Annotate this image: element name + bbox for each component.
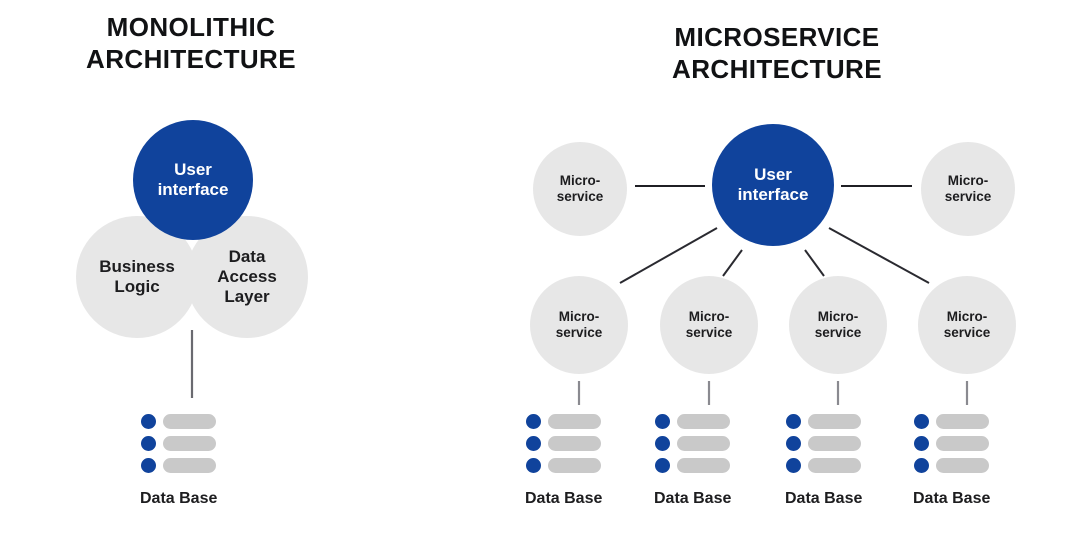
- database-dot-icon: [526, 458, 542, 473]
- database-dot-icon: [786, 436, 802, 451]
- connector-center-to-service-3: [804, 249, 825, 277]
- database-row: [786, 436, 862, 451]
- database-row: [786, 414, 862, 429]
- connector-center-to-service-4: [828, 227, 930, 284]
- monolith-node-data-access-layer-label: Data Access Layer: [217, 246, 277, 307]
- database-dot-icon: [655, 436, 671, 451]
- database-dot-icon: [914, 436, 930, 451]
- database-bar-icon: [677, 436, 731, 451]
- database-bar-icon: [936, 436, 990, 451]
- database-bar-icon: [548, 414, 602, 429]
- database-dot-icon: [786, 414, 802, 429]
- microservice-node-3-label: Micro- service: [814, 308, 862, 340]
- database-bar-icon: [548, 458, 602, 473]
- connector-center-to-service-1: [619, 227, 718, 284]
- database-dot-icon: [141, 458, 157, 473]
- monolith-database-caption: Data Base: [140, 490, 218, 507]
- microservice-node-top-right-label: Micro- service: [944, 172, 992, 204]
- database-bar-icon: [677, 458, 731, 473]
- microservice-database-2-caption: Data Base: [654, 490, 732, 507]
- microservice-database-4[interactable]: Data Base: [913, 414, 990, 508]
- database-row: [914, 458, 990, 473]
- microservice-node-1[interactable]: Micro- service: [530, 276, 628, 374]
- database-icon: [141, 414, 217, 473]
- database-row: [141, 458, 217, 473]
- database-icon: [914, 414, 990, 473]
- database-dot-icon: [914, 458, 930, 473]
- database-bar-icon: [163, 414, 217, 429]
- microservice-database-1-caption: Data Base: [525, 490, 603, 507]
- microservice-database-2[interactable]: Data Base: [654, 414, 731, 508]
- microservice-node-user-interface[interactable]: User interface: [712, 124, 834, 246]
- database-bar-icon: [808, 436, 862, 451]
- database-dot-icon: [141, 414, 157, 429]
- microservice-node-2[interactable]: Micro- service: [660, 276, 758, 374]
- database-row: [655, 458, 731, 473]
- database-bar-icon: [808, 414, 862, 429]
- microservice-database-1[interactable]: Data Base: [525, 414, 602, 508]
- database-dot-icon: [141, 436, 157, 451]
- microservice-node-4-label: Micro- service: [943, 308, 991, 340]
- microservice-node-top-left-label: Micro- service: [556, 172, 604, 204]
- microservice-node-user-interface-label: User interface: [737, 164, 809, 204]
- database-bar-icon: [936, 414, 990, 429]
- database-bar-icon: [163, 436, 217, 451]
- monolith-node-user-interface[interactable]: User interface: [133, 120, 253, 240]
- database-icon: [786, 414, 862, 473]
- microservice-node-3[interactable]: Micro- service: [789, 276, 887, 374]
- database-row: [141, 414, 217, 429]
- monolith-node-business-logic-label: Business Logic: [99, 256, 175, 296]
- microservice-panel-title: MICROSERVICE ARCHITECTURE: [672, 22, 882, 84]
- microservice-node-1-label: Micro- service: [555, 308, 603, 340]
- microservice-database-4-caption: Data Base: [913, 490, 991, 507]
- connector-center-to-service-2: [722, 249, 743, 277]
- database-row: [914, 436, 990, 451]
- microservice-database-3[interactable]: Data Base: [785, 414, 862, 508]
- database-bar-icon: [548, 436, 602, 451]
- database-bar-icon: [936, 458, 990, 473]
- monolith-node-user-interface-label: User interface: [157, 159, 229, 199]
- monolithic-panel-title: MONOLITHIC ARCHITECTURE: [86, 12, 296, 74]
- database-dot-icon: [655, 414, 671, 429]
- microservice-database-3-caption: Data Base: [785, 490, 863, 507]
- database-dot-icon: [526, 436, 542, 451]
- database-row: [914, 414, 990, 429]
- database-dot-icon: [655, 458, 671, 473]
- database-row: [526, 458, 602, 473]
- database-bar-icon: [808, 458, 862, 473]
- database-bar-icon: [677, 414, 731, 429]
- database-row: [141, 436, 217, 451]
- microservice-node-2-label: Micro- service: [685, 308, 733, 340]
- database-row: [526, 414, 602, 429]
- microservice-node-4[interactable]: Micro- service: [918, 276, 1016, 374]
- database-bar-icon: [163, 458, 217, 473]
- database-row: [655, 414, 731, 429]
- database-dot-icon: [526, 414, 542, 429]
- database-row: [655, 436, 731, 451]
- database-row: [786, 458, 862, 473]
- database-icon: [655, 414, 731, 473]
- database-icon: [526, 414, 602, 473]
- microservice-node-top-left[interactable]: Micro- service: [533, 142, 627, 236]
- database-row: [526, 436, 602, 451]
- database-dot-icon: [786, 458, 802, 473]
- monolith-database[interactable]: Data Base: [140, 414, 217, 508]
- microservice-node-top-right[interactable]: Micro- service: [921, 142, 1015, 236]
- database-dot-icon: [914, 414, 930, 429]
